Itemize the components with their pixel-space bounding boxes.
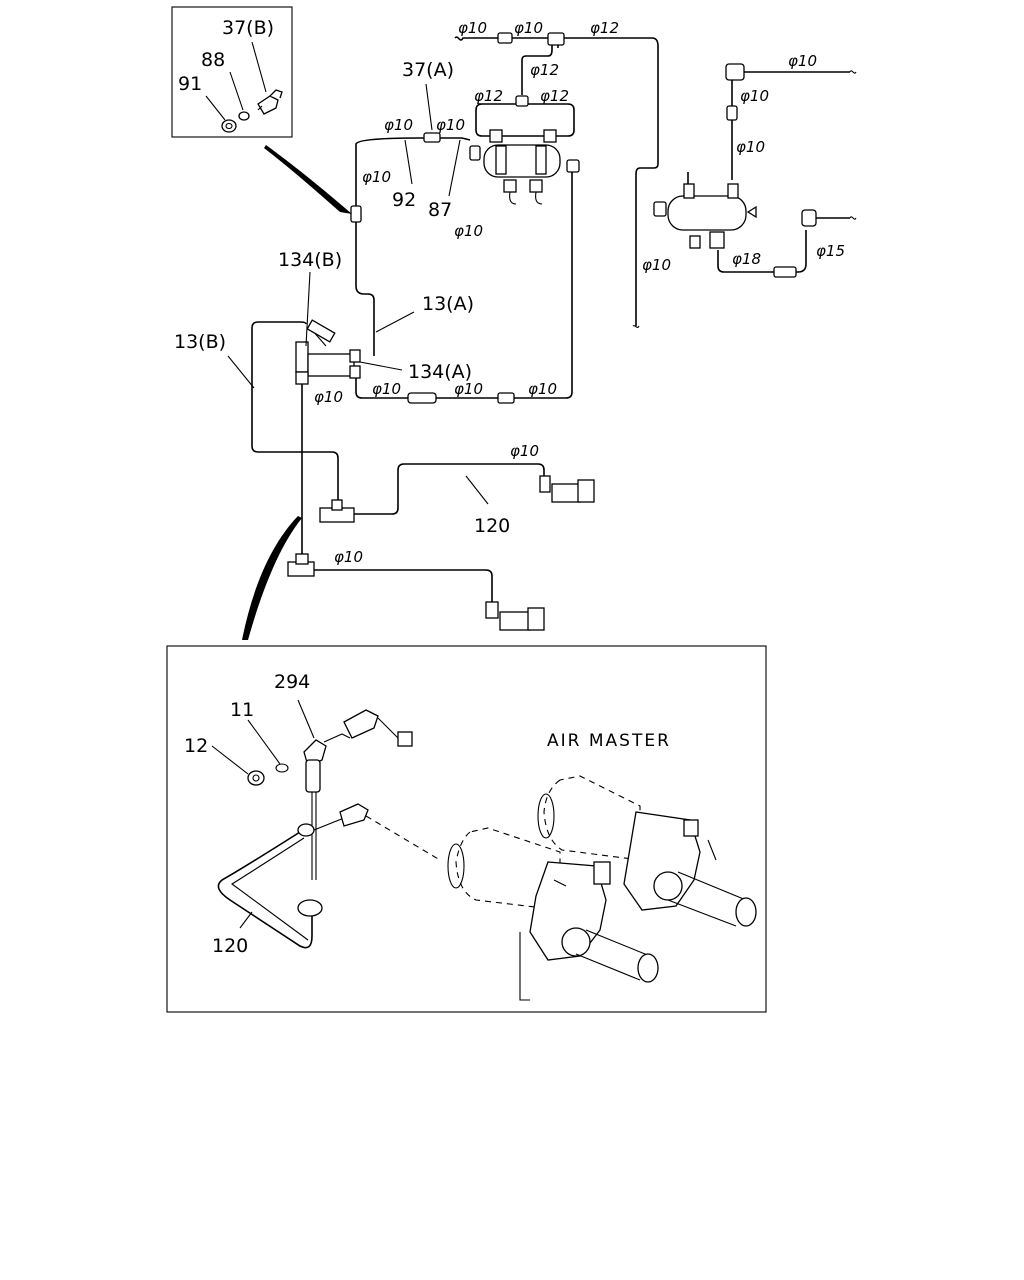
dim-label: φ12: [474, 87, 503, 105]
relay-valve-unit: [483, 129, 561, 205]
air-master-inset-frame: [166, 645, 767, 1013]
detail-pointer-bottom: [242, 516, 302, 640]
washer-88: [238, 111, 250, 121]
leader-lines: [227, 83, 489, 505]
detail-inset-frame: [171, 6, 293, 138]
dim-label: φ10: [362, 168, 391, 186]
nut-12: [247, 770, 265, 786]
dim-label: φ15: [816, 242, 845, 260]
dim-label: φ12: [540, 87, 569, 105]
label-13a: 13(A): [422, 293, 474, 315]
pipe-120-inset: [217, 803, 441, 949]
dim-label: φ10: [458, 19, 487, 37]
label-294: 294: [274, 671, 310, 693]
label-88: 88: [201, 49, 225, 71]
elbow-fitting-37b: [257, 89, 283, 115]
dim-label: φ10: [384, 116, 413, 134]
label-37a: 37(A): [402, 59, 454, 81]
pipe-network: [251, 36, 857, 604]
dim-label: φ10: [510, 442, 539, 460]
label-91: 91: [178, 73, 202, 95]
ring-11: [275, 763, 289, 773]
detail-pointer-top: [264, 145, 352, 214]
label-12: 12: [184, 735, 208, 757]
label-37b: 37(B): [222, 17, 274, 39]
dim-label: φ10: [436, 116, 465, 134]
air-master-title: AIR MASTER: [547, 731, 671, 751]
dim-label: φ10: [454, 380, 483, 398]
dim-label: φ10: [736, 138, 765, 156]
control-valve-134: [295, 319, 361, 385]
part-labels: 37(A) 92 87 134(B) 13(A) 13(B) 134(A) 12…: [174, 59, 510, 537]
dim-label: φ10: [334, 548, 363, 566]
dim-label: φ10: [642, 256, 671, 274]
label-87: 87: [428, 199, 452, 221]
label-92: 92: [392, 189, 416, 211]
upper-air-chamber: [539, 475, 595, 503]
label-11: 11: [230, 699, 254, 721]
label-120-inset: 120: [212, 935, 248, 957]
dim-label: φ10: [740, 87, 769, 105]
air-master-unit-rear: [537, 775, 757, 927]
tee-fitting-lower: [287, 553, 315, 577]
dim-label: φ12: [590, 19, 619, 37]
dim-label: φ10: [788, 52, 817, 70]
pipe-fittings: [295, 32, 817, 404]
label-13b: 13(B): [174, 331, 226, 353]
dim-label: φ12: [530, 61, 559, 79]
air-master-inset: AIR MASTER: [166, 645, 767, 1013]
diameter-labels: φ10 φ10 φ12 φ12 φ12 φ12 φ10 φ10 φ10 φ10 …: [314, 19, 845, 566]
tee-fitting-upper: [319, 499, 355, 523]
lower-air-chamber: [485, 601, 545, 631]
dim-label: φ10: [372, 380, 401, 398]
air-master-unit-front: [447, 827, 659, 1001]
dim-label: φ10: [528, 380, 557, 398]
label-134b: 134(B): [278, 249, 342, 271]
label-134a: 134(A): [408, 361, 472, 383]
dim-label: φ10: [314, 388, 343, 406]
label-120-main: 120: [474, 515, 510, 537]
detail-inset-fitting: 37(B) 88 91: [171, 6, 293, 138]
right-air-tank: [653, 183, 757, 249]
pressure-switch-294: [303, 709, 413, 880]
dim-label: φ18: [732, 250, 761, 268]
dim-label: φ10: [514, 19, 543, 37]
nut-91: [221, 119, 237, 133]
dim-label: φ10: [454, 222, 483, 240]
